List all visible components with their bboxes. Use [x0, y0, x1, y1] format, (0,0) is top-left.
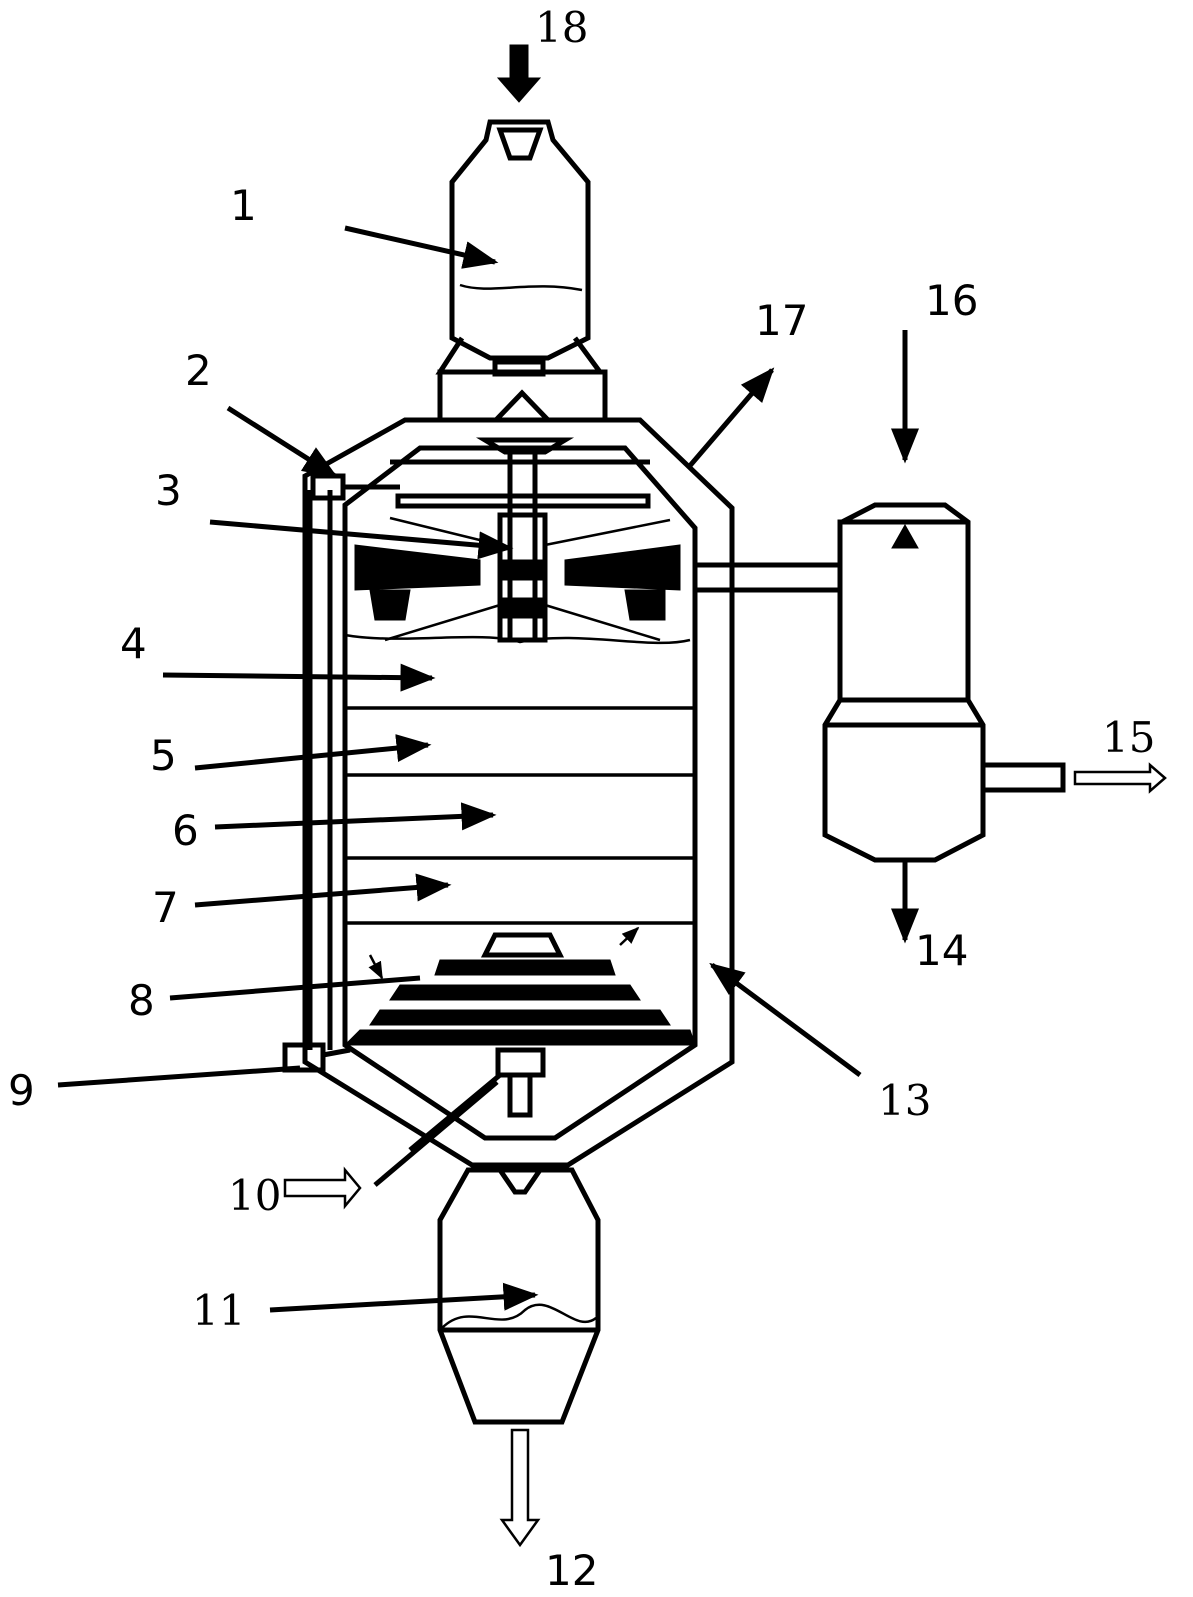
label-7: 7	[152, 883, 179, 932]
label-6: 6	[172, 806, 199, 855]
label-8: 8	[128, 976, 155, 1025]
labels: 18 1 2 3 4 5 6 7 8 9 10 11 12 13 14 15 1…	[8, 3, 1155, 1595]
reactor-vessel	[302, 389, 735, 1168]
label-1: 1	[230, 181, 257, 230]
label-9: 9	[8, 1066, 35, 1115]
top-distributor	[310, 437, 691, 645]
label-14: 14	[915, 926, 968, 975]
label-5: 5	[150, 731, 177, 780]
label-3: 3	[155, 466, 182, 515]
label-2: 2	[185, 346, 212, 395]
label-12: 12	[545, 1546, 598, 1595]
leader-arrows	[57, 225, 862, 1313]
label-15: 15	[1102, 713, 1155, 762]
label-4: 4	[120, 619, 147, 668]
label-16: 16	[925, 276, 978, 325]
label-17: 17	[755, 296, 808, 345]
feed-hopper	[435, 119, 608, 423]
label-10: 10	[228, 1171, 281, 1220]
label-11: 11	[192, 1286, 245, 1335]
label-13: 13	[878, 1076, 931, 1125]
flow-arrows	[283, 44, 1167, 1548]
label-18: 18	[535, 3, 588, 52]
bottom-distributor	[282, 932, 696, 1152]
separator	[692, 502, 1066, 863]
